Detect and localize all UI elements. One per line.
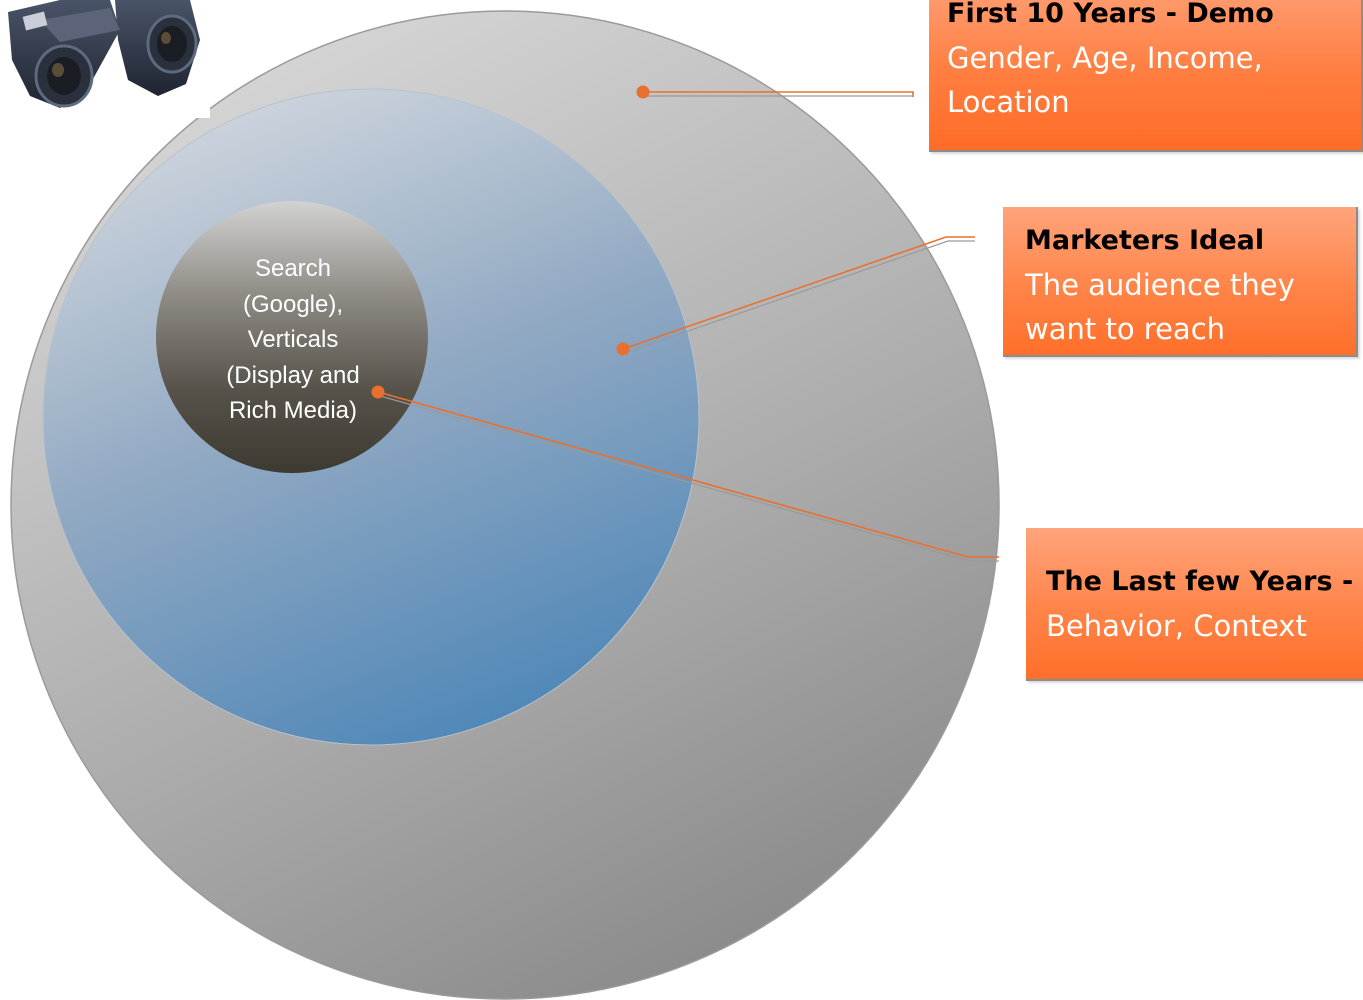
callout-last-few-years: The Last few Years - Behavior, Context xyxy=(1026,528,1363,681)
connector-dot-demo xyxy=(636,85,650,99)
binoculars-icon xyxy=(0,0,210,118)
callout-line: want to reach xyxy=(1025,312,1226,346)
callout-title: The Last few Years - xyxy=(1046,566,1354,597)
connector-dot-ideal xyxy=(616,342,630,356)
inner-circle-label: Search (Google), Verticals (Display and … xyxy=(226,255,360,424)
callout-marketers-ideal: Marketers Ideal The audience they want t… xyxy=(1003,207,1358,357)
callout-line: Behavior, Context xyxy=(1046,609,1307,643)
callout-line: The audience they xyxy=(1025,268,1295,302)
callout-line: Location xyxy=(947,85,1070,119)
connector-ideal xyxy=(622,236,975,350)
inner-circle xyxy=(156,201,428,473)
connector-lines xyxy=(377,91,999,558)
connector-shadows xyxy=(379,95,999,562)
callout-title: First 10 Years - Demo xyxy=(947,0,1274,29)
connector-behavior xyxy=(377,391,999,558)
callout-line: Gender, Age, Income, xyxy=(947,41,1263,75)
connector-demo xyxy=(643,91,914,97)
callout-first-10-years: First 10 Years - Demo Gender, Age, Incom… xyxy=(929,0,1363,152)
callout-title: Marketers Ideal xyxy=(1025,225,1265,256)
connector-dot-behavior xyxy=(371,385,385,399)
